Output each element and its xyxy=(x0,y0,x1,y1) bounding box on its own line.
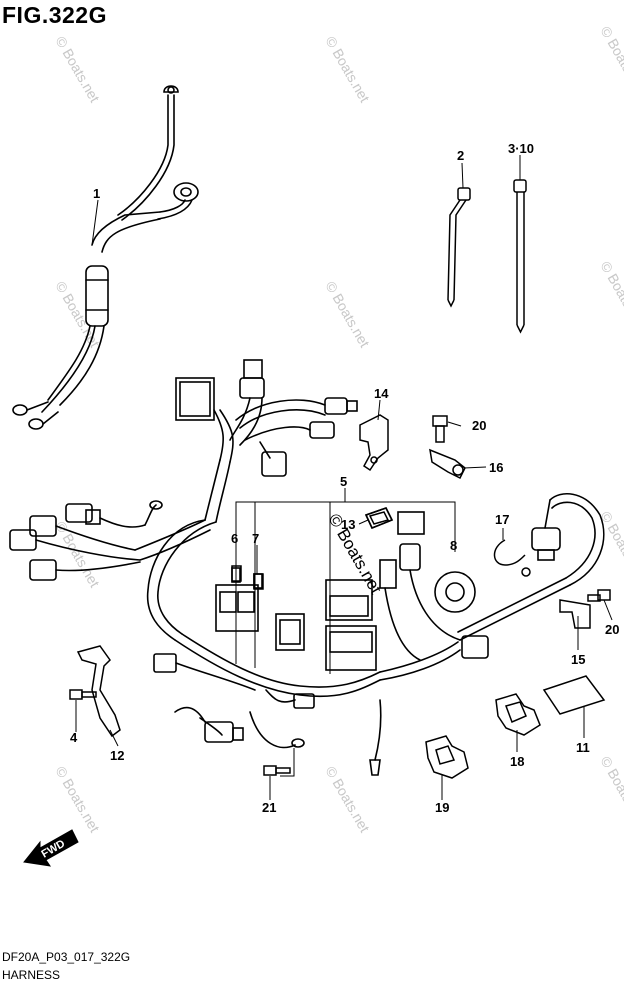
callout-16: 16 xyxy=(489,460,503,475)
callout-3-10: 3·10 xyxy=(508,141,534,156)
bracket-part-12 xyxy=(76,645,121,738)
callout-labels: 1 2 3·10 4 5 6 7 8 11 12 13 14 15 16 17 … xyxy=(70,141,619,815)
leader-lines xyxy=(75,155,613,800)
watermarks: © Boats.net © Boats.net © Boats.net © Bo… xyxy=(52,24,624,836)
watermark: © Boats.net xyxy=(597,754,624,826)
fuse-part-7 xyxy=(253,573,264,590)
watermark: © Boats.net xyxy=(52,764,103,836)
watermark: © Boats.net xyxy=(597,24,624,96)
watermark: © Boats.net xyxy=(52,279,103,351)
fwd-label: FWD xyxy=(40,838,68,861)
callout-15: 15 xyxy=(571,652,585,667)
diagram-code: DF20A_P03_017_322G xyxy=(2,950,131,964)
bolt-part-4 xyxy=(69,689,97,700)
callout-20-top: 20 xyxy=(472,418,486,433)
clamp-part-16 xyxy=(429,448,466,480)
callout-2: 2 xyxy=(457,148,464,163)
watermark: © Boats.net xyxy=(322,279,373,351)
watermark: © Boats.net xyxy=(52,34,103,106)
diagram-caption: HARNESS xyxy=(2,968,61,982)
holder-part-18 xyxy=(495,693,541,736)
callout-5: 5 xyxy=(340,474,347,489)
callout-12: 12 xyxy=(110,748,124,763)
watermark: © Boats.net xyxy=(322,34,373,106)
clip-part-17 xyxy=(493,539,531,577)
callout-13: 13 xyxy=(341,517,355,532)
figure-title: FIG.322G xyxy=(2,2,107,28)
bolt-part-20 xyxy=(432,415,448,443)
grommet-part-13 xyxy=(364,507,394,529)
fwd-arrow-icon: FWD xyxy=(23,829,79,867)
cable-tie-part-2 xyxy=(447,187,471,308)
bracket-part-15 xyxy=(559,599,591,629)
callout-17: 17 xyxy=(495,512,509,527)
main-wiring-harness xyxy=(9,359,605,776)
callout-18: 18 xyxy=(510,754,524,769)
holder-part-19 xyxy=(425,735,469,779)
battery-cable-part xyxy=(12,85,199,430)
bolt-part-20-right xyxy=(587,589,611,602)
callout-4: 4 xyxy=(70,730,78,745)
bolt-part-21 xyxy=(263,765,291,776)
bracket-part-14 xyxy=(359,414,389,472)
callout-20-right: 20 xyxy=(605,622,619,637)
callout-14: 14 xyxy=(374,386,389,401)
watermark: © Boats.net xyxy=(322,764,373,836)
pad-part-11 xyxy=(542,675,606,715)
cable-tie-part-3-10 xyxy=(513,179,527,334)
callout-6: 6 xyxy=(231,531,238,546)
callout-11: 11 xyxy=(576,740,590,755)
callout-7: 7 xyxy=(252,531,259,546)
callout-21: 21 xyxy=(262,800,276,815)
callout-8: 8 xyxy=(450,538,457,553)
callout-19: 19 xyxy=(435,800,449,815)
callout-1: 1 xyxy=(93,186,100,201)
watermark: © Boats.net xyxy=(597,259,624,331)
